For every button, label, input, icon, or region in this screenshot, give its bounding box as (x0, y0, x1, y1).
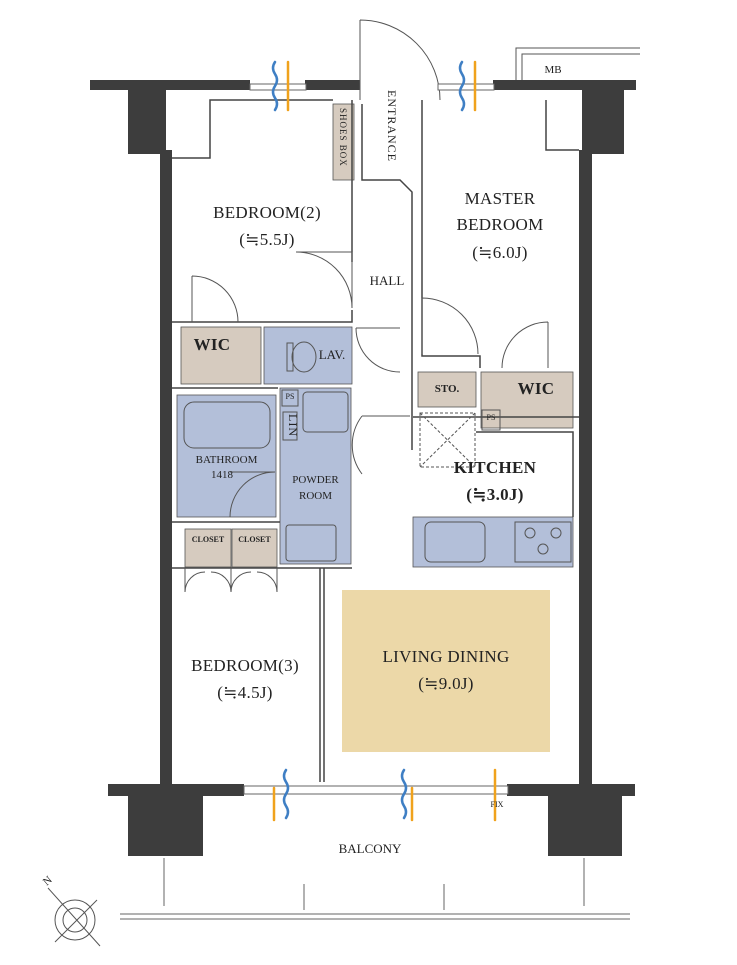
mb-label: MB (544, 64, 562, 76)
storage-areas (180, 103, 574, 568)
fix-label: FIX (490, 800, 504, 809)
closet-doors (184, 568, 278, 593)
left-wall (160, 150, 172, 788)
top-wall-left (90, 80, 250, 90)
wic-left-door (191, 275, 239, 323)
lin-label: LIN (286, 414, 301, 437)
washbasin-icon (302, 391, 349, 433)
fixtures (183, 341, 572, 563)
master-bedroom-name-2: BEDROOM (456, 215, 544, 234)
wic-left-area (180, 326, 262, 385)
airflow-blue-icon (400, 768, 408, 820)
kitchen-counter (412, 516, 574, 568)
toilet-tank-icon (286, 342, 294, 372)
toilet-icon (291, 341, 317, 373)
wet-areas (176, 326, 574, 568)
closet-left-area (184, 528, 232, 568)
stove-icon (514, 521, 572, 563)
bathroom-area (176, 394, 277, 518)
bathroom-spec: 1418 (211, 469, 233, 481)
top-wall-mid (305, 80, 360, 90)
closet-left-label: CLOSET (191, 535, 225, 544)
living-dining-name: LIVING DINING (382, 647, 510, 666)
powder-room-name-1: POWDER (292, 474, 339, 486)
hall-label: HALL (369, 273, 405, 288)
closet-right-area (231, 528, 278, 568)
ps-right-label: PS (486, 413, 496, 422)
wic-right-door (501, 321, 549, 369)
bedroom2-size: (≒5.5J) (239, 230, 295, 249)
powder-sink-icon (285, 524, 337, 562)
shoes-box-area (332, 103, 355, 181)
hall-door-bedroom2 (295, 251, 353, 309)
right-column-top (582, 84, 624, 154)
right-column-bottom (548, 792, 622, 856)
powder-room-area (279, 387, 352, 565)
airflow-blue-icon (458, 60, 466, 112)
entrance-label: ENTRANCE (385, 90, 400, 162)
kitchen-size: (≒3.0J) (466, 485, 524, 504)
lin-box (282, 411, 298, 441)
left-column-bottom (128, 792, 203, 856)
airflow-blue-icon (282, 768, 290, 820)
closet-right-label: CLOSET (238, 535, 271, 544)
fridge-space-icon (419, 412, 476, 468)
sto-area (417, 371, 477, 408)
living-dining-size: (≒9.0J) (418, 674, 474, 693)
living-dining-highlight (342, 590, 550, 752)
balcony-railing (120, 858, 630, 920)
doors (184, 19, 549, 593)
bathroom-door (229, 471, 276, 518)
balcony-label: BALCONY (338, 841, 402, 856)
right-wall (579, 150, 592, 788)
kitchen-sink-icon (424, 521, 486, 563)
partitions (172, 99, 579, 782)
ps-left-box (281, 389, 299, 407)
entrance-door (359, 19, 441, 101)
lav-area (263, 326, 353, 385)
mb-box (515, 47, 640, 80)
ps-right-box (481, 409, 501, 431)
kitchen-door (351, 415, 410, 475)
airflow-icons (271, 60, 497, 822)
top-wall-right (493, 80, 636, 90)
airflow-blue-icon (271, 60, 279, 112)
wic-right-label: WIC (517, 379, 555, 398)
lav-label: LAV. (318, 347, 346, 362)
kitchen-name: KITCHEN (453, 458, 537, 477)
windows (243, 83, 509, 795)
master-bedroom-name-1: MASTER (464, 189, 536, 208)
bedroom3-name: BEDROOM(3) (191, 656, 299, 675)
wic-left-label: WIC (193, 335, 231, 354)
powder-room-name-2: ROOM (298, 490, 332, 502)
left-column-top (128, 84, 166, 154)
shoes-box-label: SHOES BOX (338, 108, 349, 167)
bedroom3-size: (≒4.5J) (217, 683, 273, 702)
bedroom2-name: BEDROOM(2) (213, 203, 321, 222)
master-door (421, 297, 479, 355)
bathtub-icon (183, 401, 271, 449)
bathroom-name: BATHROOM (195, 454, 258, 466)
walls (90, 80, 636, 856)
sto-label: STO. (434, 383, 460, 395)
ps-left-label: PS (285, 392, 295, 401)
wic-right-area (480, 371, 574, 429)
master-bedroom-size: (≒6.0J) (472, 243, 528, 262)
lav-door (355, 327, 401, 373)
compass-icon (47, 887, 101, 947)
